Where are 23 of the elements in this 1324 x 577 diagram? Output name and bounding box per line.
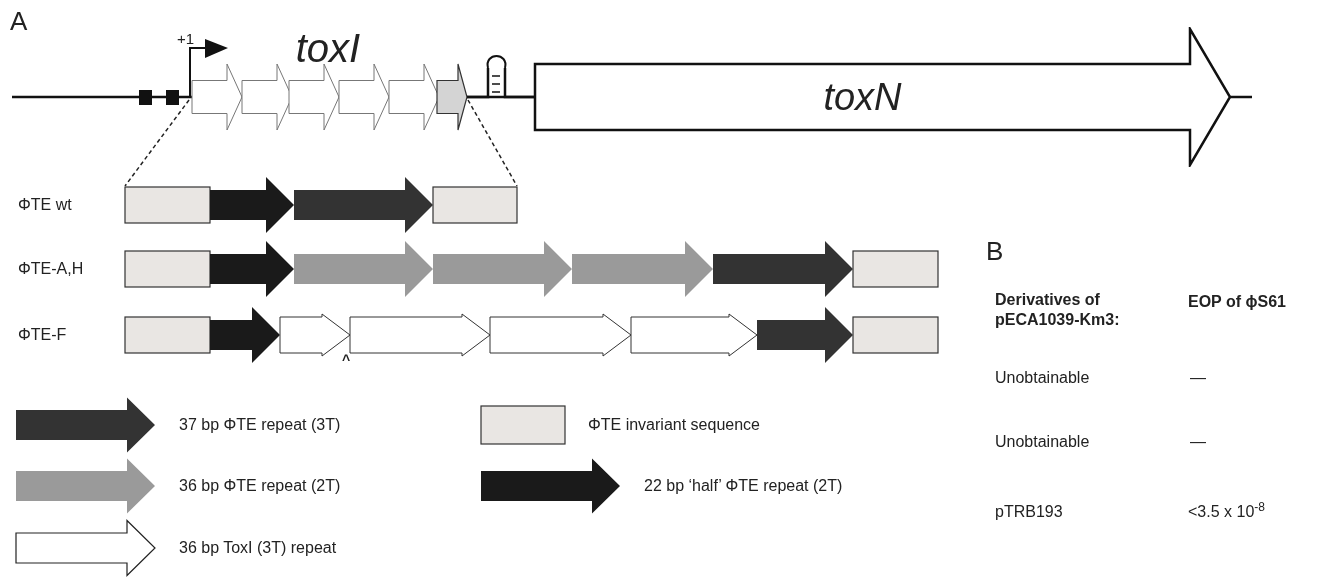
table-header: EOP of ϕS61 bbox=[1188, 292, 1286, 312]
table-cell-text: Unobtainable bbox=[995, 368, 1090, 388]
table-cell-text: <3.5 x 10$^{-8}$ bbox=[1188, 500, 1265, 522]
table-header: Derivatives of pECA1039-Km3: bbox=[995, 290, 1121, 330]
table-cell-text: — bbox=[1190, 368, 1206, 388]
panel-letter: B bbox=[986, 235, 1004, 268]
legend-text: 36 bp ΦTE repeat (2T) bbox=[179, 476, 341, 496]
gene-arrow bbox=[533, 27, 1232, 167]
table-cell-text: — bbox=[1190, 432, 1206, 452]
table-cell-text: pTRB193 bbox=[995, 502, 1063, 522]
start-site-label: +1 bbox=[177, 29, 195, 49]
row-label: ΦTE wt bbox=[18, 195, 72, 215]
gene-name: toxN bbox=[823, 74, 902, 120]
row-label: ΦTE-A,H bbox=[18, 259, 84, 279]
legend-text: 37 bp ΦTE repeat (3T) bbox=[179, 415, 341, 435]
table-cell-text: Unobtainable bbox=[995, 432, 1090, 452]
legend-text: 36 bp ToxI (3T) repeat bbox=[179, 538, 337, 558]
legend-text: 22 bp ‘half’ ΦTE repeat (2T) bbox=[644, 476, 843, 496]
row-label: ΦTE-F bbox=[18, 325, 67, 345]
gene-name: toxI bbox=[294, 25, 362, 72]
legend-text: ΦTE invariant sequence bbox=[588, 415, 760, 435]
panel-letter: A bbox=[10, 5, 28, 38]
junction-mark: ^ bbox=[342, 351, 351, 370]
